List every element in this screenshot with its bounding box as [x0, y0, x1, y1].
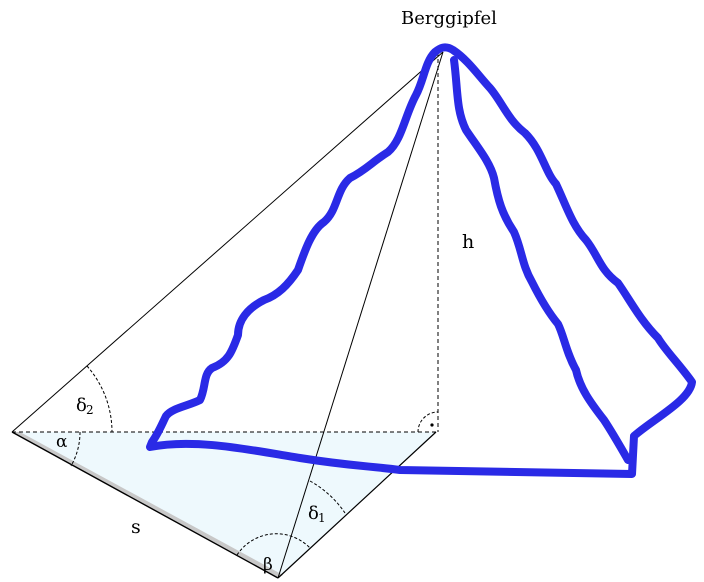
delta2-symbol: δ: [76, 395, 87, 416]
mountain-outline: [146, 43, 696, 478]
beta-label: β: [263, 555, 273, 575]
distance-label: s: [131, 516, 141, 538]
sight-line-front: [277, 51, 444, 579]
delta2-subscript: 2: [86, 403, 94, 417]
delta2-label: δ 2: [76, 395, 94, 417]
base-triangle: [12, 432, 436, 578]
delta1-arc: [309, 480, 346, 514]
base-left-edge: [11, 431, 279, 579]
alpha-arc: [70, 431, 81, 467]
delta1-symbol: δ: [308, 503, 319, 524]
base-right-edge: [277, 431, 437, 579]
alpha-label: α: [56, 432, 68, 452]
right-angle-dot: [430, 423, 434, 427]
sight-line-left: [11, 51, 444, 433]
delta1-subscript: 1: [318, 511, 326, 525]
peak-label: Berggipfel: [401, 8, 497, 29]
mountain-inner-ridge: [450, 56, 632, 464]
right-angle-marker: [417, 411, 439, 433]
delta1-label: δ 1: [308, 503, 326, 525]
delta2-arc: [86, 365, 113, 433]
height-label: h: [462, 231, 474, 253]
beta-arc: [236, 533, 311, 556]
